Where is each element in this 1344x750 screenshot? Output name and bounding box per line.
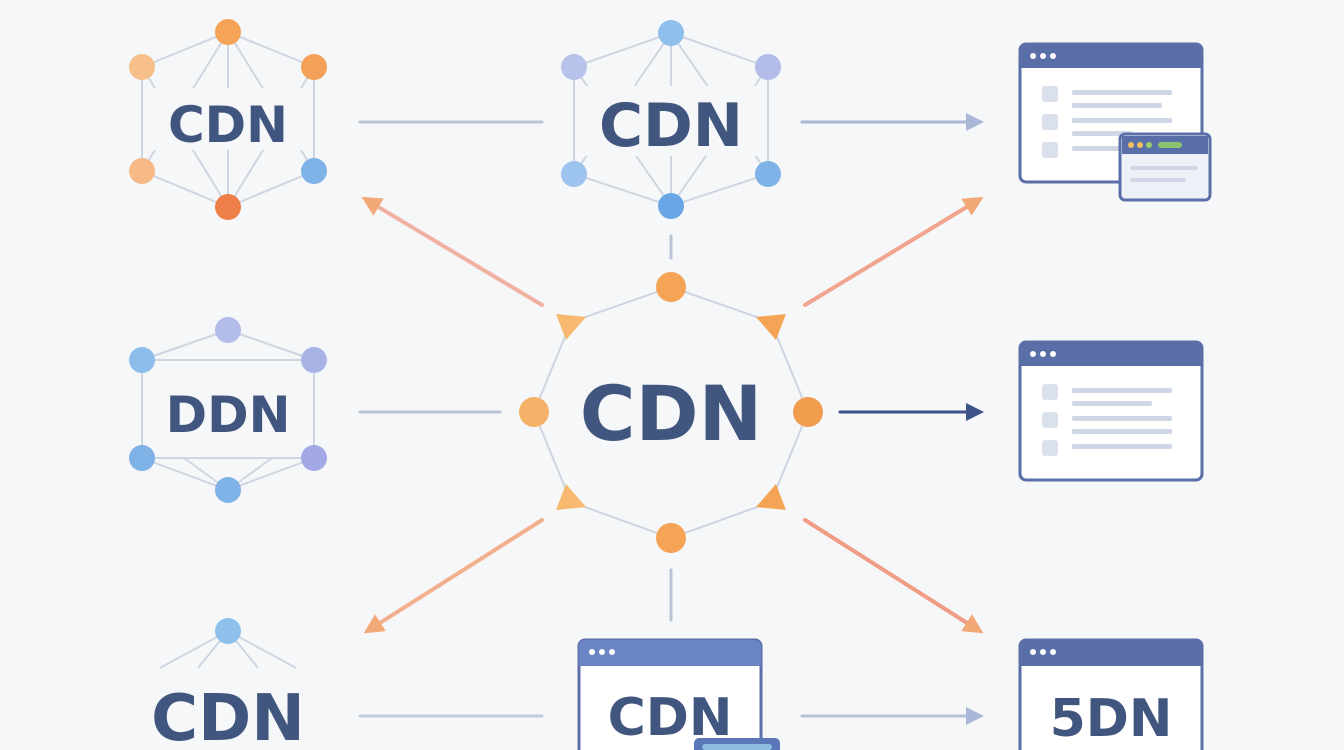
node-label-top-center: CDN <box>599 91 743 161</box>
network-node-icon <box>159 618 297 669</box>
browser-window-icon <box>1018 42 1212 202</box>
connectors <box>358 113 984 725</box>
node-label-middle-left: DDN <box>166 386 291 444</box>
arrow-hub-to-bottom-left <box>363 518 544 634</box>
hub-label: CDN <box>580 369 762 458</box>
node-label-bottom-center: CDN <box>608 688 733 748</box>
browser-window-icon <box>1018 638 1204 750</box>
node-label-bottom-right: 5DN <box>1050 689 1173 749</box>
arrow-hub-to-top-right <box>803 196 984 307</box>
network-node-icon <box>561 20 781 219</box>
arrow-hub-to-top-left <box>361 196 544 307</box>
network-node-icon <box>129 317 327 503</box>
node-label-bottom-left: CDN <box>151 682 305 750</box>
network-node-icon <box>129 19 327 220</box>
arrow-hub-to-bottom-right <box>803 518 984 634</box>
browser-window-icon <box>577 638 780 750</box>
browser-window-icon <box>1018 340 1204 482</box>
node-label-top-left: CDN <box>168 96 288 154</box>
central-cdn-hub <box>519 272 823 553</box>
